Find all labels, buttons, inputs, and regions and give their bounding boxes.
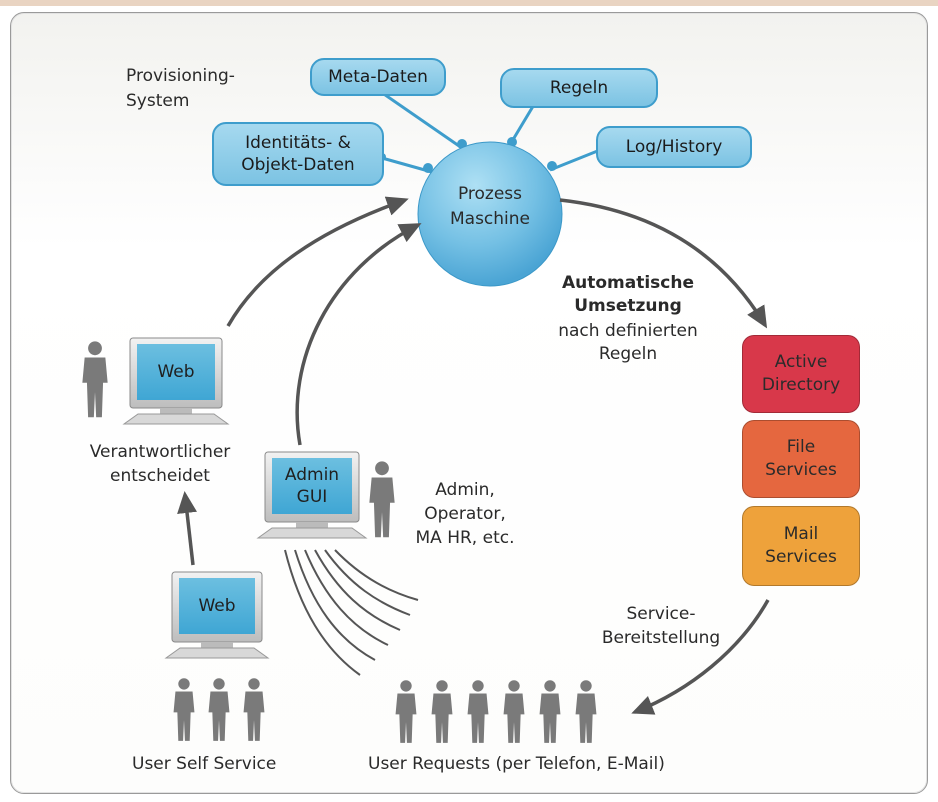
arrow-services-to-users xyxy=(631,599,770,715)
provisioning-system-label: Provisioning- System xyxy=(126,66,235,111)
arrow-web-to-hub xyxy=(226,196,409,327)
rules-bubble: Regeln xyxy=(500,68,658,108)
arrow-selfservice-to-web xyxy=(177,491,197,566)
top-accent-bar xyxy=(0,0,938,6)
file-services-box: File Services xyxy=(742,420,860,498)
monitor-web-bottom xyxy=(164,571,270,659)
automation-detail: nach definierten Regeln xyxy=(558,321,698,364)
identity-object-data-bubble: Identitäts- & Objekt-Daten xyxy=(212,122,384,186)
person-icon xyxy=(369,461,395,538)
arrow-hub-to-services xyxy=(559,198,768,329)
user-self-service-label: User Self Service xyxy=(132,754,277,774)
log-history-bubble: Log/History xyxy=(596,126,752,168)
monitor-admin xyxy=(256,451,368,539)
person-group-icon xyxy=(173,678,265,741)
automation-title: Automatische Umsetzung xyxy=(561,273,695,316)
arrow-admin-to-hub xyxy=(295,223,422,446)
web-bottom-screen-label: Web xyxy=(198,596,236,616)
admin-gui-screen-label: Admin GUI xyxy=(284,465,340,507)
service-delivery-label: Service- Bereitstellung xyxy=(601,604,721,648)
active-directory-box: Active Directory xyxy=(742,335,860,413)
person-icon xyxy=(82,341,108,418)
user-requests-label: User Requests (per Telefon, E-Mail) xyxy=(368,754,665,774)
admin-operator-label: Admin, Operator, MA HR, etc. xyxy=(415,480,515,548)
responsible-decides-label: Verantwortlicher entscheidet xyxy=(89,442,231,486)
flow-arrows xyxy=(177,196,770,715)
process-engine-label: Prozess Maschine xyxy=(449,184,531,229)
process-engine-hub xyxy=(417,141,563,287)
meta-data-bubble: Meta-Daten xyxy=(310,58,446,96)
mail-services-box: Mail Services xyxy=(742,506,860,586)
web-top-screen-label: Web xyxy=(157,362,195,382)
monitor-web-top xyxy=(122,337,230,425)
person-group-icon xyxy=(395,680,597,743)
request-lines xyxy=(284,549,419,676)
